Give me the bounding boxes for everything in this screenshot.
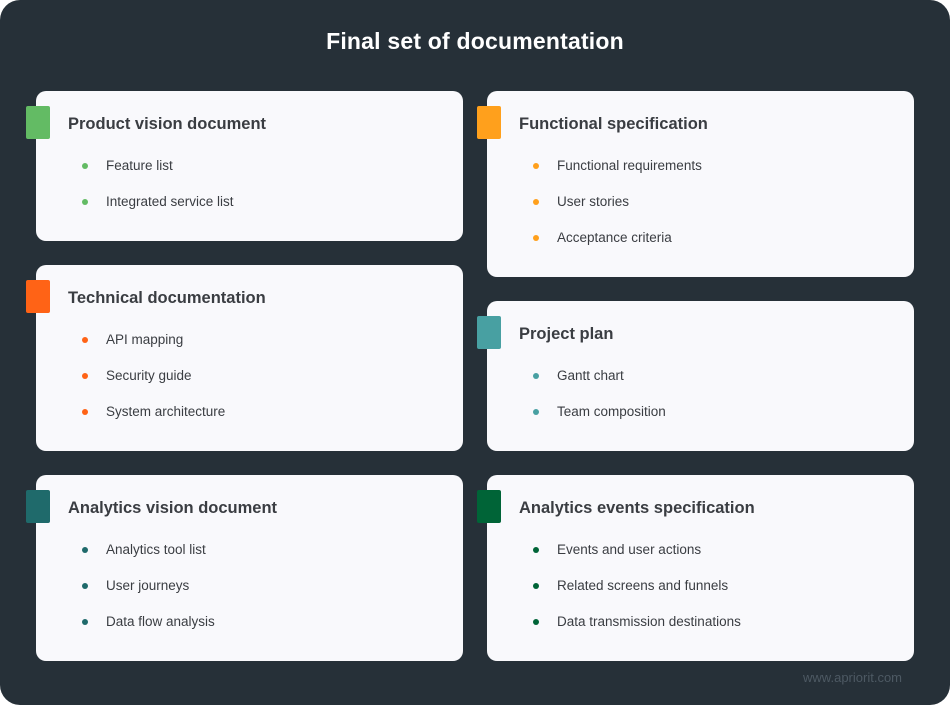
- card-project-plan: Project plan Gantt chart Team compositio…: [477, 301, 914, 451]
- bullet-icon: [82, 373, 88, 379]
- bullet-icon: [82, 547, 88, 553]
- bullet-icon: [533, 373, 539, 379]
- card-title: Project plan: [519, 325, 614, 343]
- card-title: Functional specification: [519, 115, 708, 133]
- bullet-icon: [533, 409, 539, 415]
- card-title: Analytics events specification: [519, 499, 755, 517]
- bullet-icon: [82, 199, 88, 205]
- bullet-icon: [533, 619, 539, 625]
- accent-marker-icon: [477, 106, 501, 139]
- bullet-icon: [533, 199, 539, 205]
- bullet-icon: [82, 619, 88, 625]
- bullet-icon: [533, 547, 539, 553]
- bullet-icon: [82, 409, 88, 415]
- bullet-icon: [533, 583, 539, 589]
- bullet-icon: [533, 235, 539, 241]
- bullet-icon: [82, 163, 88, 169]
- accent-marker-icon: [26, 280, 50, 313]
- accent-marker-icon: [477, 490, 501, 523]
- footer-watermark: www.apriorit.com: [803, 670, 902, 685]
- card-analytics-events-specification: Analytics events specification Events an…: [477, 475, 914, 661]
- card-title: Technical documentation: [68, 289, 266, 307]
- card-analytics-vision-document: Analytics vision document Analytics tool…: [26, 475, 463, 661]
- diagram-title: Final set of documentation: [326, 28, 624, 54]
- card-title: Analytics vision document: [68, 499, 278, 517]
- card-title: Product vision document: [68, 115, 267, 133]
- accent-marker-icon: [26, 490, 50, 523]
- bullet-icon: [82, 583, 88, 589]
- bullet-icon: [82, 337, 88, 343]
- accent-marker-icon: [26, 106, 50, 139]
- card-functional-specification: Functional specification Functional requ…: [477, 91, 914, 277]
- accent-marker-icon: [477, 316, 501, 349]
- bullet-icon: [533, 163, 539, 169]
- card-product-vision-document: Product vision document Feature list Int…: [26, 91, 463, 241]
- card-technical-documentation: Technical documentation API mapping Secu…: [26, 265, 463, 451]
